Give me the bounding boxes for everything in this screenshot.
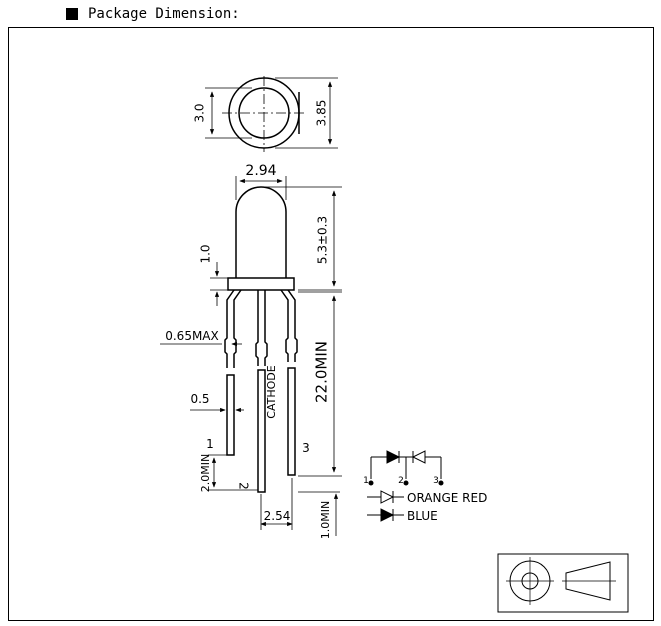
legend-blue-diode-icon bbox=[380, 508, 395, 522]
dim-lead-length: 22.0MIN bbox=[313, 341, 331, 403]
schem-node-2: 2 bbox=[398, 476, 404, 486]
dim-pitch: 2.54 bbox=[264, 509, 291, 523]
projection-symbol bbox=[497, 553, 629, 613]
legend-blue: BLUE bbox=[407, 509, 438, 523]
dim-lead-width: 0.5 bbox=[190, 392, 209, 406]
schem-node-3: 3 bbox=[433, 476, 439, 486]
bullet-square-icon bbox=[66, 8, 78, 20]
lead-3-upper-b bbox=[287, 289, 298, 362]
lead-2-upper bbox=[255, 290, 259, 366]
pin-1-label: 1 bbox=[206, 437, 214, 451]
lead-1-upper bbox=[224, 289, 235, 368]
leads bbox=[224, 289, 298, 493]
blue-diode-icon bbox=[386, 450, 401, 464]
lead-1-lower bbox=[226, 374, 235, 456]
dim-tip-min: 1.0MIN bbox=[319, 501, 332, 539]
section-title: Package Dimension: bbox=[88, 6, 240, 22]
flange bbox=[227, 277, 295, 291]
schem-node-1: 1 bbox=[363, 476, 369, 486]
lens-dome bbox=[235, 186, 287, 278]
legend-orange-diode-icon bbox=[380, 490, 395, 504]
drawing-frame bbox=[8, 27, 654, 621]
pin-3-label: 3 bbox=[302, 441, 310, 455]
dim-top-outer: 3.85 bbox=[315, 100, 329, 127]
schematic bbox=[368, 450, 444, 486]
pin-2-label: 2 bbox=[237, 482, 251, 490]
lead-2-lower bbox=[257, 369, 266, 493]
top-view bbox=[222, 76, 306, 152]
projection-cone bbox=[565, 561, 611, 601]
dim-body-height: 5.3±0.3 bbox=[316, 216, 330, 264]
lead-3-upper bbox=[280, 289, 289, 362]
lead-1-upper-b bbox=[233, 289, 242, 368]
dim-bend-min: 2.0MIN bbox=[199, 454, 212, 492]
lead-3-lower bbox=[287, 367, 296, 476]
orange-diode-icon bbox=[411, 450, 426, 464]
dim-flange: 1.0 bbox=[199, 244, 213, 263]
dim-top-height: 3.0 bbox=[193, 103, 207, 122]
dim-lens-width: 2.94 bbox=[245, 163, 276, 179]
lead-2-upper-b bbox=[264, 290, 268, 366]
led-body bbox=[227, 186, 295, 291]
cathode-label: CATHODE bbox=[265, 365, 278, 418]
dim-lead-width-max: 0.65MAX bbox=[165, 329, 219, 343]
section-header: Package Dimension: bbox=[66, 6, 240, 22]
legend-orange-red: ORANGE RED bbox=[407, 491, 487, 505]
